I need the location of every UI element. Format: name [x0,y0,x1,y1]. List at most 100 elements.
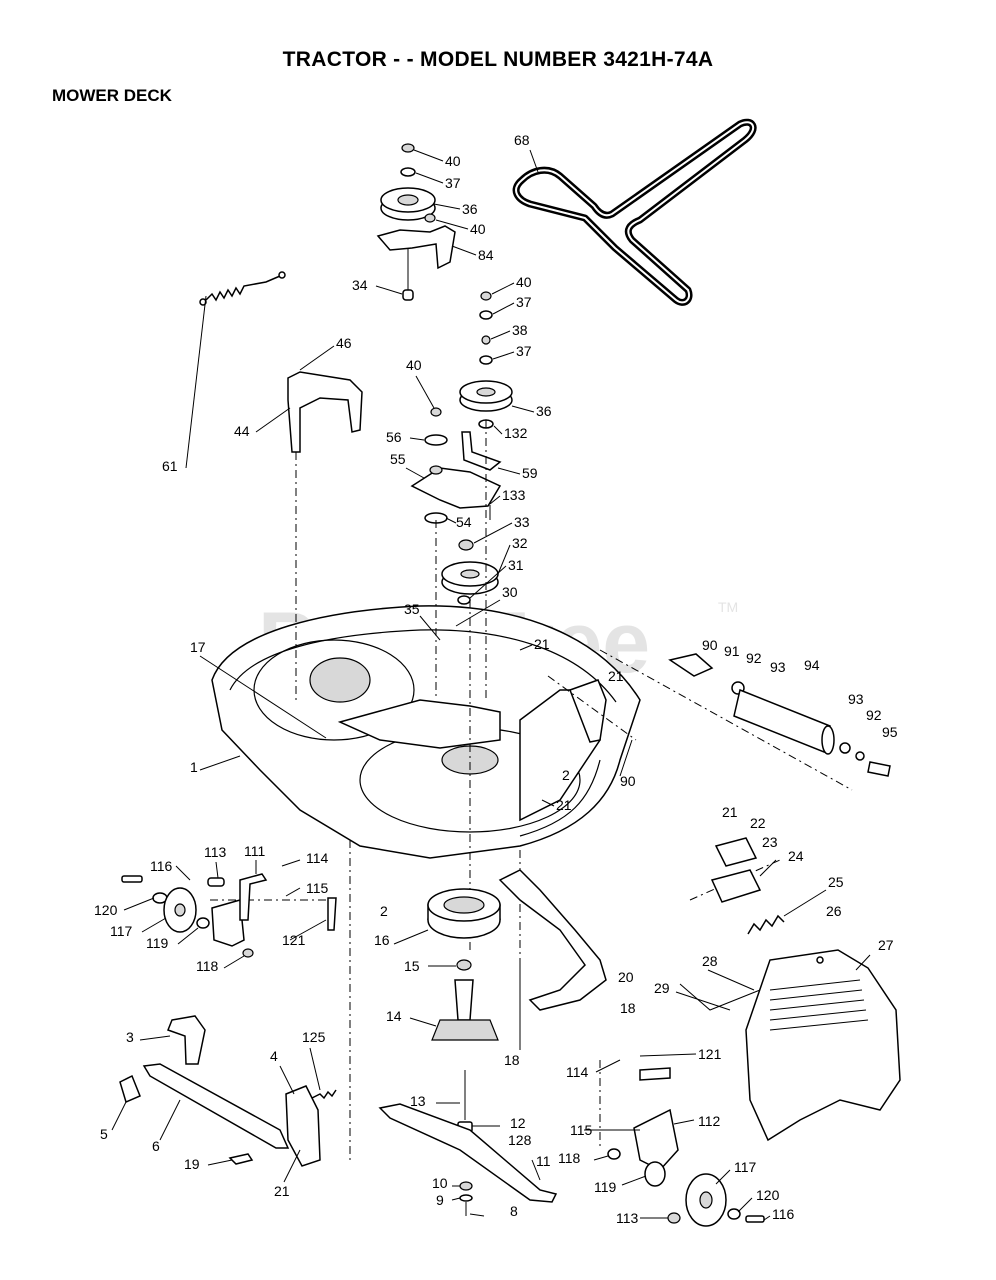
belt-guard-44 [287,371,363,453]
callout-label: 30 [502,584,518,600]
callout-label: 15 [404,958,420,974]
callout-label: 115 [306,880,329,896]
spring-61 [199,271,286,306]
callout-label: 111 [244,843,265,859]
callout-label: 84 [478,247,494,263]
callout-label: 2 [380,903,388,919]
callout-label: 55 [390,451,406,467]
callout-label: 37 [516,294,532,310]
gauge-wheel-assembly-right [607,1067,765,1227]
callout-label: 93 [770,659,786,675]
callout-label: 2 [562,767,570,783]
spindle-pulley-stack [410,407,502,670]
callout-label: 114 [306,850,329,866]
spindle-assembly [427,888,501,1216]
callout-label: 40 [445,153,461,169]
callout-label: 27 [878,937,894,953]
callout-label: 119 [146,935,169,951]
callout-label: 90 [702,637,718,653]
callout-label: 16 [374,932,390,948]
idler-pulley-assembly-top [376,143,456,301]
callout-label: 5 [100,1126,108,1142]
section-subtitle: MOWER DECK [52,86,172,105]
callout-label: 31 [508,557,524,573]
callout-label: 118 [196,958,219,974]
callout-label: 21 [556,797,572,813]
callout-label: 117 [734,1159,757,1175]
callout-label: 6 [152,1138,160,1154]
callout-label: 13 [410,1093,426,1109]
callout-labels: 40 37 36 40 84 34 68 40 37 38 37 46 40 3… [94,132,898,1226]
callout-label: 1 [190,759,198,775]
callout-label: 61 [162,458,178,474]
callout-label: 116 [150,858,173,874]
discharge-chute-27 [679,949,901,1142]
callout-label: 68 [514,132,530,148]
callout-label: 118 [558,1150,581,1166]
callout-label: 113 [616,1210,639,1226]
deck-hanger-assembly-left [119,1015,337,1167]
callout-label: 46 [336,335,352,351]
deck-bracket-right [710,837,785,935]
belt-68 [512,118,757,306]
callout-label: 14 [386,1008,402,1024]
mower-deck-shell [211,605,641,859]
callout-label: 95 [882,724,898,740]
callout-label: 4 [270,1048,278,1064]
callout-label: 112 [698,1113,721,1129]
callout-label: 28 [702,953,718,969]
callout-label: 11 [536,1153,551,1169]
callout-label: 114 [566,1064,589,1080]
callout-label: 35 [404,601,420,617]
callout-label: 23 [762,834,778,850]
callout-label: 90 [620,773,636,789]
callout-label: 34 [352,277,368,293]
callout-label: 40 [516,274,532,290]
gauge-wheel-assembly-left [121,873,337,958]
callout-label: 121 [698,1046,722,1062]
callout-label: 19 [184,1156,200,1172]
callout-label: 128 [508,1132,532,1148]
callout-label: 8 [510,1203,518,1219]
callout-label: 94 [804,657,820,673]
callout-label: 37 [445,175,461,191]
callout-label: 26 [826,903,842,919]
anti-scalp-roller-94 [668,653,891,777]
callout-label: 113 [204,844,227,860]
callout-label: 92 [746,650,762,666]
callout-label: 119 [594,1179,617,1195]
callout-label: 22 [750,815,766,831]
callout-label: 36 [536,403,552,419]
callout-label: 132 [504,425,528,441]
callout-label: 117 [110,923,133,939]
callout-label: 21 [608,668,624,684]
callout-label: 24 [788,848,804,864]
callout-label: 125 [302,1029,326,1045]
callout-label: 21 [274,1183,290,1199]
callout-label: 21 [534,636,550,652]
callout-label: 9 [436,1192,444,1208]
callout-label: 59 [522,465,538,481]
callout-label: 36 [462,201,478,217]
callout-label: 25 [828,874,844,890]
callout-label: 17 [190,639,206,655]
baffle-20 [498,869,607,1011]
callout-label: 37 [516,343,532,359]
callout-label: 54 [456,514,472,530]
callout-label: 10 [432,1175,448,1191]
callout-label: 21 [722,804,738,820]
watermark-tm: TM [718,599,738,615]
callout-label: 115 [570,1122,593,1138]
belt-68-inner [515,121,755,304]
callout-label: 44 [234,423,250,439]
callout-label: 3 [126,1029,134,1045]
idler-pulley-assembly-right [459,291,513,471]
blade-11 [378,1103,558,1203]
callout-label: 116 [772,1206,795,1222]
callout-label: 56 [386,429,402,445]
callout-label: 18 [620,1000,636,1016]
callout-label: 91 [724,643,740,659]
callout-label: 120 [94,902,118,918]
callout-label: 38 [512,322,528,338]
callout-label: 33 [514,514,530,530]
